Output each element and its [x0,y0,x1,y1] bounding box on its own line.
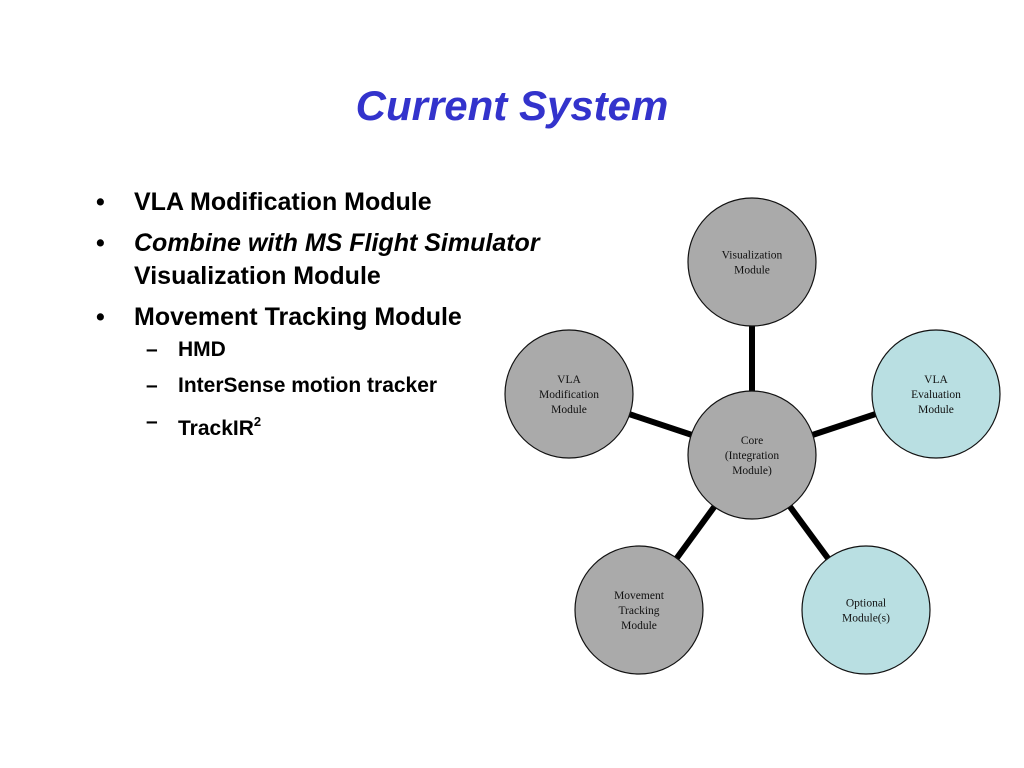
node-label-line: Optional [846,598,886,610]
bullet-text-italic: Combine with MS Flight Simulator [134,229,540,257]
node-circle [504,329,634,459]
connector-movement-tracking [674,504,717,561]
node-label-line: Module [918,404,954,416]
bullet-marker: • [96,303,105,331]
sub-bullet-marker: – [146,410,158,433]
node-label-line: Module [734,265,770,277]
node-circle [801,545,931,675]
sub-bullet-text: TrackIR [178,417,254,440]
node-label-line: Movement [614,590,665,602]
bullet-marker: • [96,188,105,216]
node-label-line: Modification [539,389,599,401]
superscript: 2 [253,414,262,429]
bullet-list: • VLA Modification Module • Combine with… [96,186,616,451]
node-label-line: VLA [557,374,581,386]
node-label-line: Module [621,620,657,632]
node-circle [687,390,817,520]
sub-bullet-text: HMD [178,338,226,361]
sub-bullet-item: – InterSense motion tracker [96,372,616,400]
sub-bullet-item: – TrackIR2 [96,408,616,443]
connector-vla-evaluation [811,411,877,438]
slide-title: Current System [355,82,669,129]
node-label-line: Core [741,435,763,447]
bullet-item: • VLA Modification Module [96,186,616,219]
node-circle [574,545,704,675]
node-circle [687,197,817,327]
node-label-line: VLA [924,374,948,386]
sub-bullet-marker: – [146,374,158,397]
connector-vla-modification [628,411,693,438]
bullet-text: Movement Tracking Module [134,303,462,331]
node-circle [871,329,1001,459]
node-label-line: Module(s) [842,613,890,625]
sub-bullet-list: – HMD – InterSense motion tracker – Trac… [134,336,616,443]
node-label-line: Module) [732,465,772,477]
sub-bullet-text: InterSense motion tracker [178,374,438,397]
bullet-text: Visualization Module [134,262,381,290]
sub-bullet-marker: – [146,338,158,361]
bullet-item: • Movement Tracking Module – HMD – Inter… [96,301,616,443]
bullet-text: VLA Modification Module [134,188,432,216]
node-label-line: Evaluation [911,389,961,401]
node-label-line: Module [551,404,587,416]
connectors [628,326,877,561]
bullet-item: • Combine with MS Flight Simulator Visua… [96,227,616,293]
node-label-line: Tracking [618,605,659,617]
sub-bullet-item: – HMD [96,336,616,364]
connector-optional [787,504,831,561]
bullet-marker: • [96,229,105,257]
node-label-line: Visualization [722,250,783,262]
node-label-line: (Integration [725,450,780,462]
